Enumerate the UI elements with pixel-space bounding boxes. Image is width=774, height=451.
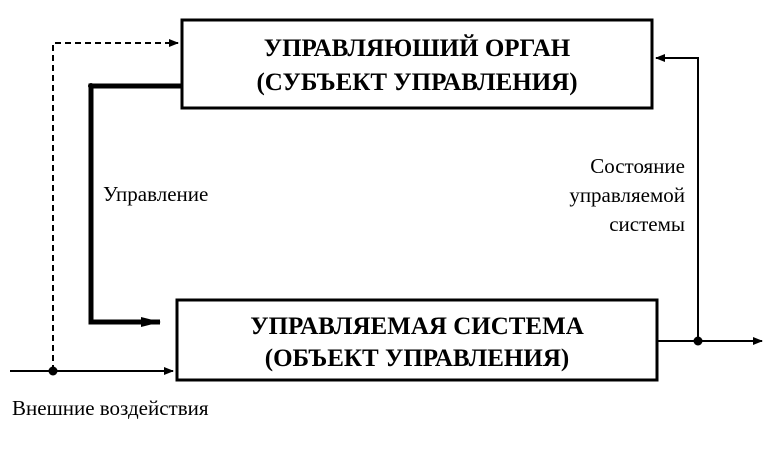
subject-box-subtitle: (СУБЪЕКТ УПРАВЛЕНИЯ) xyxy=(256,69,577,96)
control-label: Управление xyxy=(103,182,208,206)
object-box-title: УПРАВЛЯЕМАЯ СИСТЕМА xyxy=(250,313,584,340)
state-label-line3: системы xyxy=(609,212,685,236)
feedback-path xyxy=(655,54,699,341)
state-label-line2: управляемой xyxy=(569,183,685,207)
object-box-subtitle: (ОБЪЕКТ УПРАВЛЕНИЯ) xyxy=(265,345,569,372)
control-junction-dot xyxy=(88,83,94,89)
subject-box-title: УПРАВЛЯЮШИЙ ОРГАН xyxy=(264,34,571,62)
state-label-line1: Состояние xyxy=(590,154,685,178)
control-path xyxy=(88,83,182,327)
object-box xyxy=(175,298,659,382)
external-label: Внешние воздействия xyxy=(12,396,209,420)
subject-box xyxy=(180,18,654,110)
external-dashed-path xyxy=(52,39,179,371)
